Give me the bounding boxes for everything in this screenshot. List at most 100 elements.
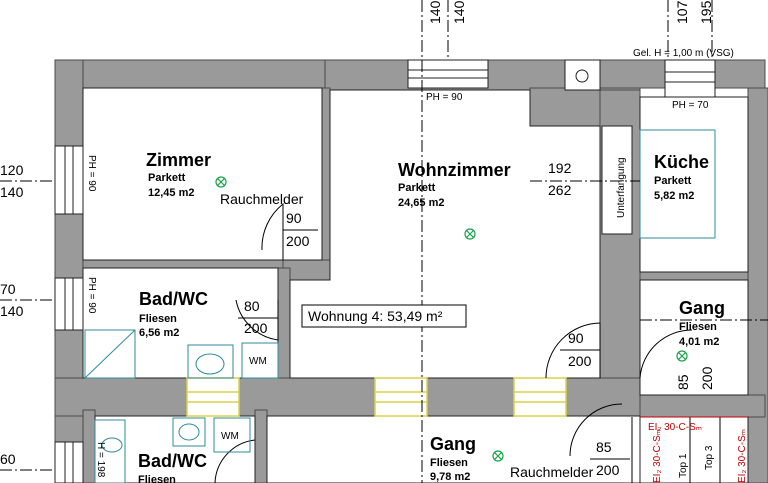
bath2-shower [94, 419, 126, 483]
smoke-detector-gang2 [492, 450, 504, 462]
label-unterfangung: Unterfangung [616, 157, 627, 218]
fire-rating-left: EI₂ 30-C-Sₘ [652, 429, 663, 483]
fire-rating-right: EI₂ 30-C-Sₘ [737, 429, 748, 483]
unterfangung-box [601, 125, 633, 235]
door-kueche-gang [639, 329, 693, 379]
room-bad1-area: 6,56 m2 [139, 327, 179, 339]
bath-fixtures [84, 329, 279, 483]
header-dim-140a: 140 [427, 0, 443, 24]
door3-width: 90 [568, 330, 584, 346]
room-gang2-name: Gang [430, 434, 476, 454]
room-kueche-floor: Parkett [654, 175, 692, 187]
label-apartment-area: Wohnung 4: 53,49 m² [308, 308, 443, 324]
shower-tray [84, 329, 136, 379]
bath2-basin [172, 417, 206, 447]
header-dim-107: 107 [674, 0, 690, 24]
left-dim-70: 70 [0, 281, 16, 297]
glass-height-note: Gel. H = 1,00 m (VSG) [633, 48, 734, 59]
room-floors [82, 87, 749, 483]
header-dim-195: 195 [698, 0, 714, 24]
smoke-detector-gang1 [676, 350, 688, 362]
windows-left [54, 145, 84, 483]
floor-bad2 [94, 415, 256, 483]
door-swings [214, 202, 693, 483]
wall-zimmer-wohn [321, 87, 331, 279]
door-gang2 [569, 403, 623, 457]
window-zimmer [54, 145, 84, 215]
sill-ph70-top: PH = 70 [672, 100, 709, 111]
room-gang1-floor: Fliesen [679, 321, 717, 333]
door-bad2 [214, 439, 256, 483]
header-dim-140b: 140 [451, 0, 467, 24]
door-bad1 [235, 299, 279, 341]
room-zimmer-name: Zimmer [146, 150, 211, 170]
door2-height: 200 [244, 320, 268, 336]
sill-ph90-bad: PH = 90 [86, 277, 97, 314]
chimney [564, 59, 601, 91]
door1-height: 200 [286, 233, 310, 249]
wall-right [747, 87, 768, 483]
smoke-detector-zimmer [215, 176, 227, 188]
wall-bad2-left [82, 409, 96, 483]
opening-height: 262 [548, 182, 572, 198]
room-gang1-area: 4,01 m2 [679, 336, 719, 348]
stair-top-3: Top 3 [704, 445, 715, 470]
fire-rating-top: EI₂ 30-C-Sₘ [648, 422, 702, 433]
floor-kueche [639, 96, 749, 273]
room-wohn-floor: Parkett [398, 182, 436, 194]
sill-ph90-top: PH = 90 [426, 92, 463, 103]
washing-machine-box-1 [241, 342, 279, 379]
wall-bad-right [277, 267, 291, 379]
floor-gang2 [266, 415, 641, 483]
stair-top-1: Top 1 [678, 453, 689, 478]
window-wohn [407, 59, 489, 89]
wall-bad2-right [254, 409, 268, 483]
door5-width: 85 [596, 439, 612, 455]
floor-wohnzimmer [289, 89, 601, 379]
window-inner-3 [513, 377, 567, 417]
room-wohn-area: 24,65 m2 [398, 197, 444, 209]
window-inner-2 [374, 377, 428, 417]
label-wm-2: WM [221, 431, 239, 442]
room-kueche-area: 5,82 m2 [654, 190, 694, 202]
room-bad2-floor: Fliesen [138, 474, 176, 483]
wall-kueche-bottom [639, 271, 749, 281]
kitchen-counter [639, 129, 716, 239]
door4-width: 85 [675, 374, 691, 390]
floor-gang1 [639, 279, 749, 396]
door4-height: 200 [699, 366, 715, 390]
wall-left [54, 59, 84, 483]
label-wm-1: WM [249, 356, 267, 367]
room-kueche-name: Küche [654, 152, 709, 172]
door5-height: 200 [596, 462, 620, 478]
window-kueche [664, 59, 716, 98]
smoke-detectors [215, 176, 688, 462]
room-zimmer-floor: Parkett [148, 172, 186, 184]
washbasin [187, 344, 234, 379]
wall-zimmer-bottom [82, 259, 284, 269]
window-bad2 [54, 441, 84, 483]
room-bad2-name: Bad/WC [138, 451, 207, 471]
label-rauchmelder-1: Rauchmelder [220, 191, 304, 207]
left-dim-140b: 140 [0, 303, 24, 319]
opening-width: 192 [548, 160, 572, 176]
room-gang1-name: Gang [679, 298, 725, 318]
windows-inner [186, 377, 567, 417]
room-bad1-name: Bad/WC [139, 289, 208, 309]
windows-top [407, 59, 716, 98]
left-dim-120: 120 [0, 162, 24, 178]
wall-gang-bottom [639, 394, 766, 418]
left-dim-60: 60 [0, 451, 16, 467]
floor-bad1 [82, 267, 279, 379]
door1-width: 90 [286, 210, 302, 226]
apartment-area-box [301, 304, 467, 328]
door-zimmer [261, 202, 284, 260]
room-zimmer-area: 12,45 m2 [148, 187, 194, 199]
left-dim-140a: 140 [0, 184, 24, 200]
washing-machine-box-2 [213, 417, 251, 453]
stair-lines [631, 416, 748, 483]
door-gang1 [545, 322, 601, 379]
room-bad1-floor: Fliesen [139, 313, 177, 325]
label-rauchmelder-2: Rauchmelder [510, 464, 594, 480]
